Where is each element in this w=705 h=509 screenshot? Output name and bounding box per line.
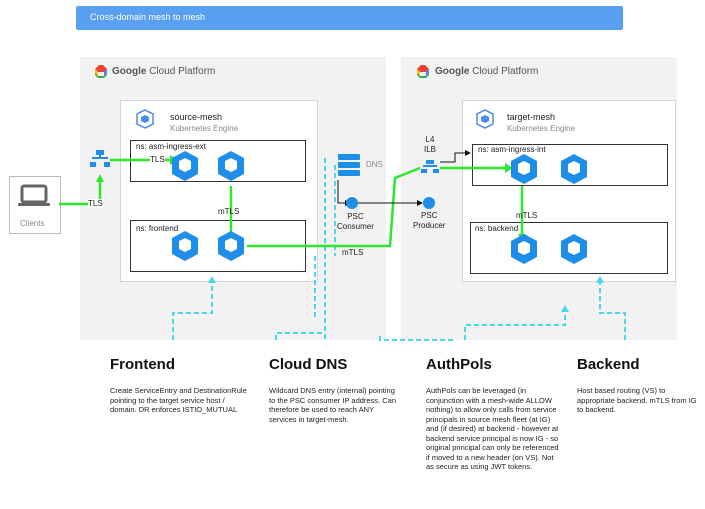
service-hexagon-icon bbox=[561, 234, 587, 264]
mtls-label: mTLS bbox=[342, 248, 364, 257]
kubernetes-engine-icon bbox=[476, 109, 494, 129]
backend-heading: Backend bbox=[577, 356, 640, 373]
google-cloud-logo-icon bbox=[417, 65, 429, 78]
service-hexagon-icon bbox=[172, 231, 198, 261]
service-hexagon-icon bbox=[511, 154, 537, 184]
tls-label: TLS bbox=[88, 199, 103, 208]
cloud-dns-icon bbox=[338, 154, 360, 176]
service-hexagon-icon bbox=[561, 154, 587, 184]
tls-label: TLS bbox=[150, 155, 165, 164]
load-balancer-icon bbox=[90, 150, 110, 167]
ns-asm-ingress-int-label: ns: asm-ingress-int bbox=[478, 145, 546, 154]
kubernetes-engine-icon bbox=[136, 109, 154, 129]
authpols-callout-link bbox=[379, 336, 453, 341]
ns-asm-ingress-ext-label: ns: asm-ingress-ext bbox=[136, 142, 206, 151]
ns-backend-label: ns: backend bbox=[475, 224, 519, 233]
mtls-label: mTLS bbox=[218, 207, 240, 216]
google-cloud-logo-icon bbox=[95, 65, 107, 78]
source-mesh-subtitle: Kubernetes Engine bbox=[170, 124, 239, 133]
dns-label: DNS bbox=[366, 160, 383, 169]
gcp-title-source: Google Cloud Platform bbox=[112, 66, 216, 77]
service-hexagon-icon bbox=[218, 151, 244, 181]
clients-label: Clients bbox=[20, 219, 45, 228]
service-hexagon-icon bbox=[511, 234, 537, 264]
mtls-label: mTLS bbox=[516, 211, 538, 220]
authpols-callout-link bbox=[464, 312, 566, 340]
authpols-description: AuthPols can be leveraged (in conjunctio… bbox=[426, 386, 559, 471]
frontend-heading: Frontend bbox=[110, 356, 175, 373]
psc-producer-label: PSC Producer bbox=[413, 211, 446, 230]
psc-consumer-label: PSC Consumer bbox=[337, 212, 374, 231]
authpols-heading: AuthPols bbox=[426, 356, 492, 373]
target-mesh-subtitle: Kubernetes Engine bbox=[507, 124, 576, 133]
dns-to-psc-consumer-link bbox=[337, 180, 346, 204]
dnsdesc-callout-link bbox=[275, 332, 325, 340]
backend-callout-link bbox=[599, 283, 626, 340]
internal-load-balancer-icon bbox=[421, 160, 439, 173]
frontend-callout-link bbox=[172, 283, 213, 340]
gcp-title-target: Google Cloud Platform bbox=[435, 66, 539, 77]
backend-description: Host based routing (VS) to appropriate b… bbox=[577, 386, 697, 414]
service-hexagon-icon bbox=[172, 151, 198, 181]
service-hexagon-icon bbox=[218, 231, 244, 261]
ilb-to-target-link bbox=[440, 152, 468, 163]
psc-consumer-icon bbox=[346, 197, 358, 209]
psc-producer-icon bbox=[423, 197, 435, 209]
laptop-icon bbox=[18, 184, 50, 206]
cloud-dns-heading: Cloud DNS bbox=[269, 356, 348, 373]
frontend-description: Create ServiceEntry and DestinationRule … bbox=[110, 386, 247, 414]
diagram-title-banner: Cross-domain mesh to mesh bbox=[76, 6, 623, 30]
l4-ilb-label: L4 ILB bbox=[424, 135, 437, 154]
cloud-dns-description: Wildcard DNS entry (internal) pointing t… bbox=[269, 386, 397, 424]
diagram-title: Cross-domain mesh to mesh bbox=[90, 12, 206, 22]
source-mesh-title: source-mesh bbox=[170, 112, 223, 122]
target-mesh-title: target-mesh bbox=[507, 112, 556, 122]
ns-frontend-label: ns: frontend bbox=[136, 224, 179, 233]
frontend-to-ilb-link bbox=[247, 166, 421, 248]
